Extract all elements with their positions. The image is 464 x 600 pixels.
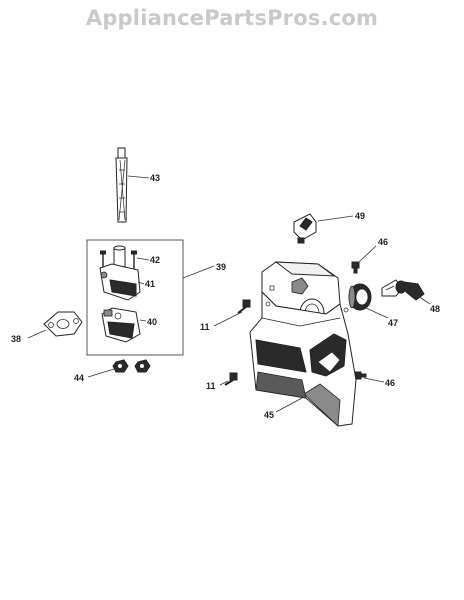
part-46-screw-upper[interactable] — [351, 261, 360, 274]
part-49-knob[interactable] — [293, 213, 317, 244]
part-11-bolt-upper[interactable] — [237, 299, 251, 314]
callout-44: 44 — [74, 373, 84, 383]
leader-38 — [27, 329, 47, 339]
callout-43: 43 — [150, 173, 160, 183]
leader-11-upper — [213, 311, 243, 327]
callout-45: 45 — [264, 410, 274, 420]
leader-49 — [317, 215, 354, 222]
leader-45 — [275, 397, 303, 413]
callout-42: 42 — [150, 255, 160, 265]
part-38-gasket[interactable] — [43, 311, 83, 337]
callout-49: 49 — [355, 211, 365, 221]
leader-43 — [127, 175, 150, 179]
leader-47 — [365, 307, 389, 319]
leader-41 — [137, 281, 145, 285]
part-47-grommet[interactable] — [348, 283, 372, 311]
part-46-screw-lower[interactable] — [353, 371, 367, 380]
callout-47: 47 — [388, 318, 398, 328]
callout-48: 48 — [430, 304, 440, 314]
part-40-carburetor-lower[interactable] — [101, 307, 141, 343]
part-11-bolt-lower[interactable] — [224, 372, 238, 386]
part-45-fuel-tank[interactable] — [249, 261, 357, 427]
leader-11-lower — [219, 380, 229, 386]
callout-46-upper: 46 — [378, 237, 388, 247]
leader-44 — [87, 368, 115, 378]
callout-46-lower: 46 — [385, 378, 395, 388]
callout-11-lower: 11 — [206, 381, 216, 391]
callout-38: 38 — [11, 334, 21, 344]
leader-42 — [136, 257, 150, 261]
part-41-carburetor-upper[interactable] — [99, 245, 141, 301]
leader-39 — [182, 265, 215, 279]
watermark-text: AppliancePartsPros.com — [85, 6, 379, 30]
callout-39: 39 — [216, 262, 226, 272]
part-44-nuts[interactable] — [112, 359, 151, 373]
leader-46-lower — [363, 377, 385, 383]
part-43-fuel-filter[interactable] — [115, 147, 128, 223]
part-48-key-plug[interactable] — [381, 279, 425, 301]
leader-40 — [139, 319, 147, 322]
callout-11-upper: 11 — [200, 322, 210, 332]
part-39-group-box — [86, 239, 184, 356]
callout-40: 40 — [147, 317, 157, 327]
callout-41: 41 — [145, 279, 155, 289]
leader-48 — [417, 295, 431, 305]
leader-46-upper — [358, 245, 377, 263]
